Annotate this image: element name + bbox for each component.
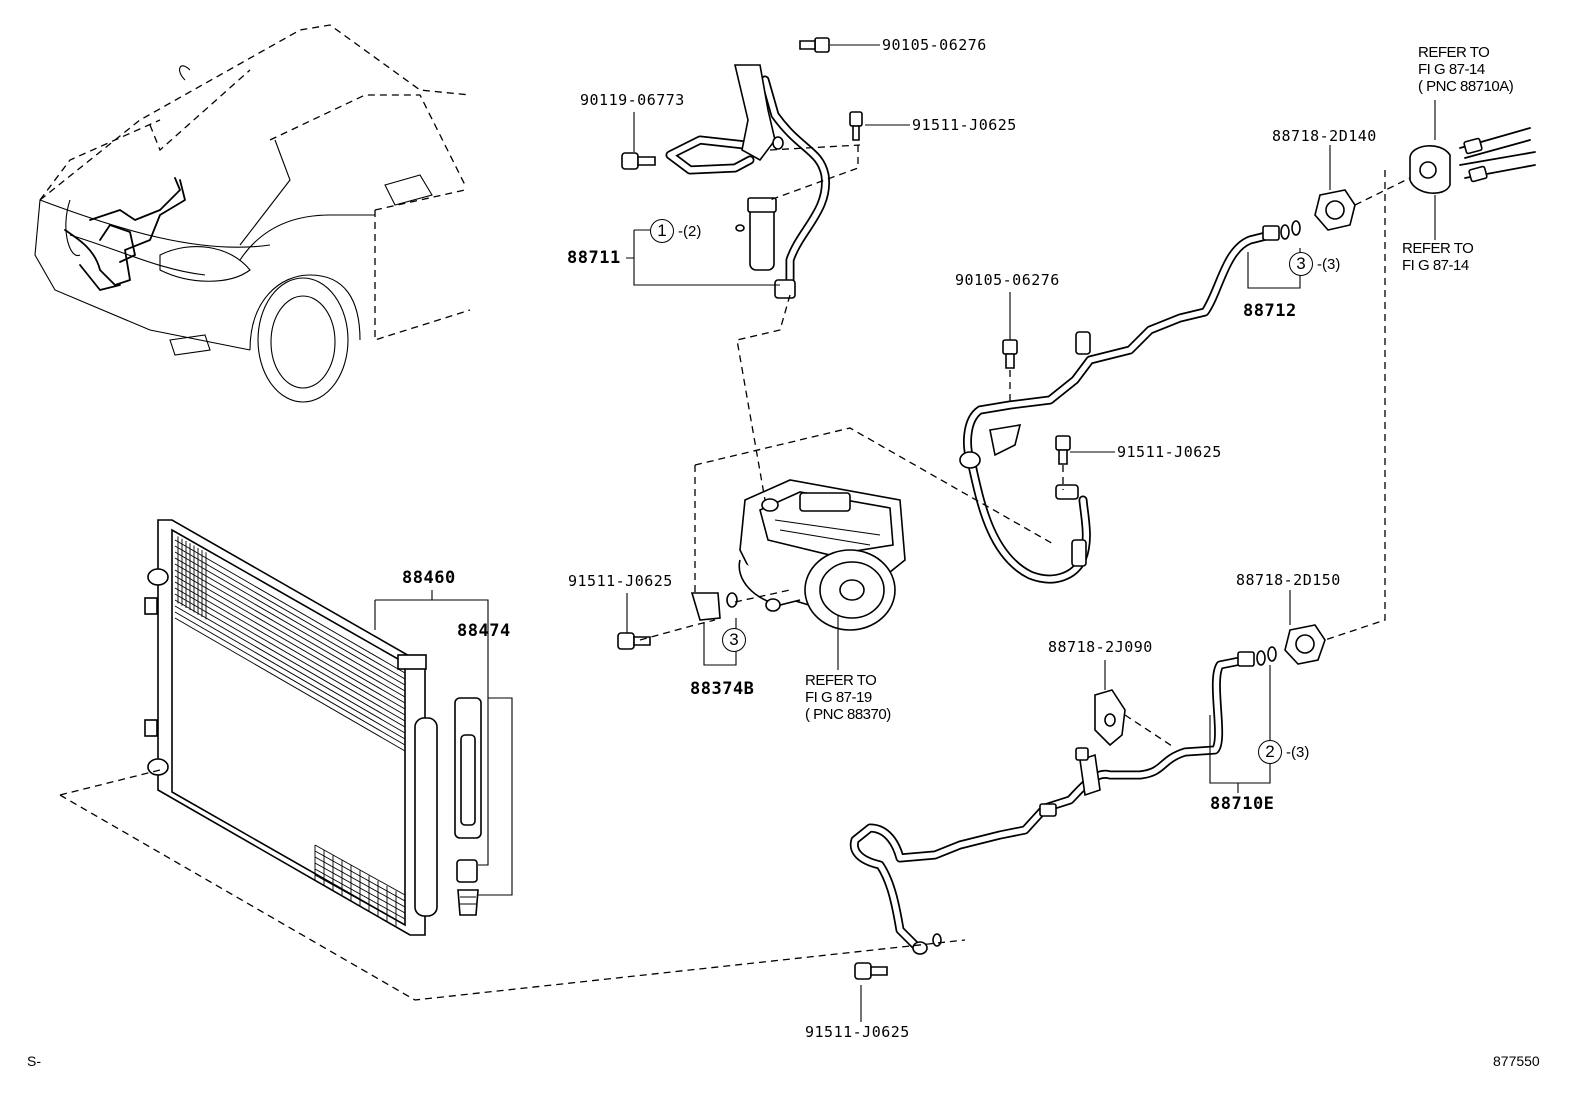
vehicle-sketch <box>34 24 471 403</box>
figure-number: 877550 <box>1493 1053 1540 1069</box>
condenser-fin-line <box>314 856 406 908</box>
label-90105-06276-mid: 90105-06276 <box>955 271 1060 289</box>
label-88718-2d140: 88718-2D140 <box>1272 127 1377 145</box>
condenser-fin-line <box>314 874 406 926</box>
condenser-fin-line <box>314 862 406 914</box>
condenser-fin-line <box>174 545 406 680</box>
label-88711: 88711 <box>567 248 621 268</box>
condenser-fin-line <box>174 557 406 692</box>
label-91511-j0625-d: 91511-J0625 <box>805 1023 910 1041</box>
callout-3-mid: 3 <box>722 628 746 652</box>
label-90105-06276-top: 90105-06276 <box>882 36 987 54</box>
liquid-tube-88710E <box>849 624 1326 980</box>
condenser-fin-line <box>174 593 406 728</box>
condenser-fin-line <box>174 617 406 752</box>
leader-lines <box>374 44 1436 1022</box>
label-90119-06773: 90119-06773 <box>580 91 685 109</box>
condenser-fin-line <box>174 605 406 740</box>
compressor <box>617 479 906 650</box>
ref-line: FI G 87-14 <box>1402 257 1469 274</box>
callout-2-qty: -(3) <box>1286 744 1310 761</box>
reference-lines <box>59 144 1411 1001</box>
label-91511-j0625-a: 91511-J0625 <box>912 116 1017 134</box>
label-88712: 88712 <box>1243 301 1297 321</box>
label-88374b: 88374B <box>690 679 755 699</box>
callout-2: 2 <box>1258 740 1282 764</box>
callout-1: 1 <box>650 219 674 243</box>
condenser-fin-line <box>174 575 406 710</box>
callout-3-top-qty: -(3) <box>1317 256 1341 273</box>
ref-fig-87-14-top: REFER TO FI G 87-14 ( PNC 88710A) <box>1418 44 1514 95</box>
label-91511-j0625-b: 91511-J0625 <box>1117 443 1222 461</box>
ref-line: ( PNC 88370) <box>805 706 891 723</box>
ref-line: REFER TO <box>1418 44 1490 61</box>
ref-line: REFER TO <box>805 672 877 689</box>
label-91511-j0625-c: 91511-J0625 <box>568 572 673 590</box>
ref-line: ( PNC 88710A) <box>1418 78 1514 95</box>
condenser-fin-line <box>314 850 406 902</box>
ref-line: FI G 87-14 <box>1418 61 1485 78</box>
label-88718-2d150: 88718-2D150 <box>1236 571 1341 589</box>
callout-1-qty: -(2) <box>678 223 702 240</box>
ref-fig-87-14: REFER TO FI G 87-14 <box>1402 240 1474 274</box>
condenser-fin-line <box>174 569 406 704</box>
suction-hose-88712 <box>959 127 1536 584</box>
condenser-fin-line <box>174 539 406 674</box>
ref-line: REFER TO <box>1402 240 1474 257</box>
condenser-fin-line <box>174 581 406 716</box>
condenser-fin-line <box>314 844 406 896</box>
condenser-fin-line <box>174 611 406 746</box>
condenser-fin-line <box>174 599 406 734</box>
condenser-assembly <box>144 519 482 936</box>
label-88460: 88460 <box>402 568 456 588</box>
condenser-fin-line <box>174 551 406 686</box>
condenser-fin-line <box>174 563 406 698</box>
callout-3-top: 3 <box>1289 252 1313 276</box>
discharge-hose-88711 <box>621 37 863 299</box>
ref-fig-87-19: REFER TO FI G 87-19 ( PNC 88370) <box>805 672 891 723</box>
label-88710e: 88710E <box>1210 794 1275 814</box>
label-88718-2j090: 88718-2J090 <box>1048 638 1153 656</box>
condenser-fin-line <box>314 868 406 920</box>
ref-line: FI G 87-19 <box>805 689 872 706</box>
condenser-fin-line <box>174 587 406 722</box>
footer-left-code: S- <box>27 1053 41 1069</box>
label-88474: 88474 <box>457 621 511 641</box>
